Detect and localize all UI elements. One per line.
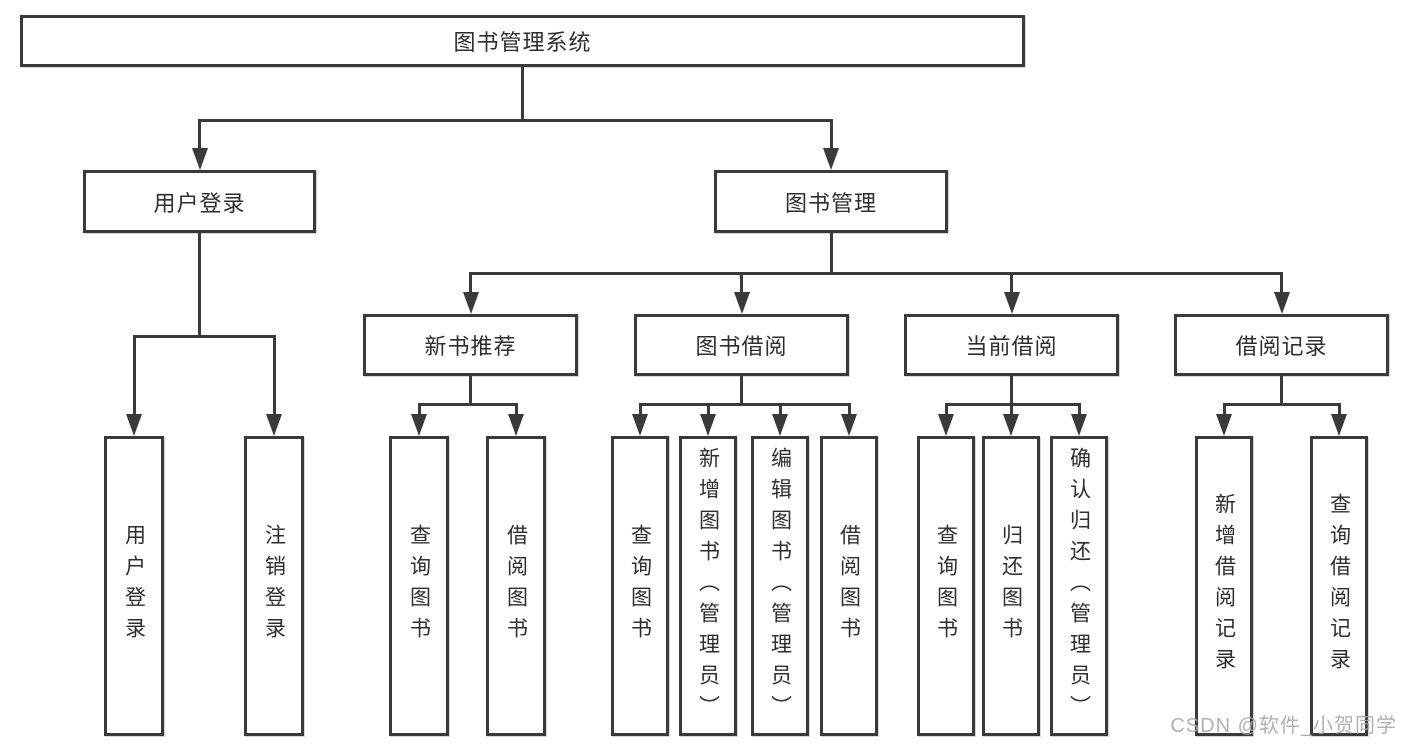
node-label: 查询图书 xyxy=(934,524,958,648)
node-label: 图书管理系统 xyxy=(453,30,592,55)
arrowhead-down-icon xyxy=(126,414,142,436)
arrowhead-down-icon xyxy=(823,148,839,170)
connector-drop xyxy=(1077,406,1081,416)
node-leaf-logout: 注销登录 xyxy=(244,436,304,736)
arrowhead-down-icon xyxy=(1273,292,1290,314)
connector-drop xyxy=(944,406,948,416)
connector-stem xyxy=(198,233,201,338)
connector-drop xyxy=(778,406,782,416)
node-borrowing-records: 借阅记录 xyxy=(1174,314,1389,376)
arrowhead-down-icon xyxy=(938,414,954,436)
node-library-management-system: 图书管理系统 xyxy=(20,15,1025,67)
node-leaf-return-books: 归还图书 xyxy=(982,436,1040,736)
connector-drop xyxy=(1222,406,1226,416)
connector-rail xyxy=(638,403,851,406)
watermark: CSDN @软件_小贺同学 xyxy=(1170,715,1397,737)
connector-drop xyxy=(706,406,710,416)
node-label: 查询图书 xyxy=(407,524,431,648)
node-label: 借阅记录 xyxy=(1235,334,1328,359)
connector-drop xyxy=(1280,275,1283,294)
node-label: 归还图书 xyxy=(999,524,1023,648)
node-label: 图书借阅 xyxy=(695,334,788,359)
node-book-management-module: 图书管理 xyxy=(714,170,948,233)
connector-stem xyxy=(469,376,472,406)
connector-rail xyxy=(198,119,833,122)
connector-stem xyxy=(521,67,524,122)
node-leaf-add-borrow-record: 新增借阅记录 xyxy=(1195,436,1253,736)
arrowhead-down-icon xyxy=(733,292,750,314)
arrowhead-down-icon xyxy=(1003,292,1020,314)
node-leaf-query-borrow-record: 查询借阅记录 xyxy=(1310,436,1368,736)
node-user-login-module: 用户登录 xyxy=(83,170,316,233)
arrowhead-down-icon xyxy=(632,414,648,436)
node-leaf-query-books-2: 查询图书 xyxy=(611,436,669,736)
connector-drop xyxy=(638,406,642,416)
connector-drop xyxy=(1010,275,1013,294)
arrowhead-down-icon xyxy=(1216,414,1232,436)
connector-drop xyxy=(740,275,743,294)
connector-rail xyxy=(944,403,1081,406)
arrowhead-down-icon xyxy=(1071,414,1087,436)
node-new-book-recommend: 新书推荐 xyxy=(363,314,578,376)
node-leaf-borrow-books-1: 借阅图书 xyxy=(486,436,546,736)
arrowhead-down-icon xyxy=(841,414,857,436)
connector-stem xyxy=(829,233,833,275)
connector-drop xyxy=(1009,406,1013,416)
node-leaf-add-books-admin: 新增图书（管理员） xyxy=(679,436,737,736)
arrowhead-down-icon xyxy=(772,414,788,436)
node-label: 用户登录 xyxy=(122,524,146,648)
node-label: 用户登录 xyxy=(153,190,246,216)
arrowhead-down-icon xyxy=(1003,414,1019,436)
node-label: 新增借阅记录 xyxy=(1212,493,1236,679)
arrowhead-down-icon xyxy=(508,414,524,436)
node-label: 编辑图书（管理员） xyxy=(768,446,792,726)
node-leaf-query-books-1: 查询图书 xyxy=(389,436,449,736)
arrowhead-down-icon xyxy=(462,292,479,314)
connector-rail xyxy=(417,403,518,406)
connector-drop xyxy=(514,406,518,416)
arrowhead-down-icon xyxy=(411,414,427,436)
node-label: 新书推荐 xyxy=(424,334,517,359)
connector-rail xyxy=(469,272,1283,275)
node-book-borrowing: 图书借阅 xyxy=(634,314,849,376)
arrowhead-down-icon xyxy=(1331,414,1347,436)
node-leaf-user-login: 用户登录 xyxy=(104,436,164,736)
node-leaf-borrow-books-2: 借阅图书 xyxy=(820,436,878,736)
node-label: 注销登录 xyxy=(262,524,286,648)
node-leaf-query-books-3: 查询图书 xyxy=(917,436,975,736)
connector-stem xyxy=(1010,376,1013,406)
connector-rail xyxy=(1222,403,1341,406)
node-label: 查询借阅记录 xyxy=(1327,493,1351,679)
node-current-borrowing: 当前借阅 xyxy=(904,314,1119,376)
connector-stem xyxy=(1280,376,1283,406)
connector-drop xyxy=(198,122,201,150)
node-label: 确认归还（管理员） xyxy=(1067,446,1091,726)
node-leaf-confirm-return-admin: 确认归还（管理员） xyxy=(1050,436,1108,736)
connector-drop xyxy=(829,122,833,150)
connector-drop xyxy=(847,406,851,416)
connector-drop xyxy=(417,406,421,416)
node-label: 当前借阅 xyxy=(965,334,1058,359)
arrowhead-down-icon xyxy=(266,414,282,436)
connector-drop xyxy=(132,338,136,416)
node-label: 新增图书（管理员） xyxy=(696,446,720,726)
arrowhead-down-icon xyxy=(191,148,208,170)
connector-drop xyxy=(1337,406,1341,416)
connector-stem xyxy=(740,376,743,406)
node-label: 借阅图书 xyxy=(504,524,528,648)
connector-rail xyxy=(132,335,276,338)
connector-drop xyxy=(469,275,472,294)
node-label: 借阅图书 xyxy=(837,524,861,648)
node-label: 图书管理 xyxy=(784,190,877,216)
node-label: 查询图书 xyxy=(628,524,652,648)
node-leaf-edit-books-admin: 编辑图书（管理员） xyxy=(751,436,809,736)
connector-drop xyxy=(272,338,276,416)
arrowhead-down-icon xyxy=(700,414,716,436)
